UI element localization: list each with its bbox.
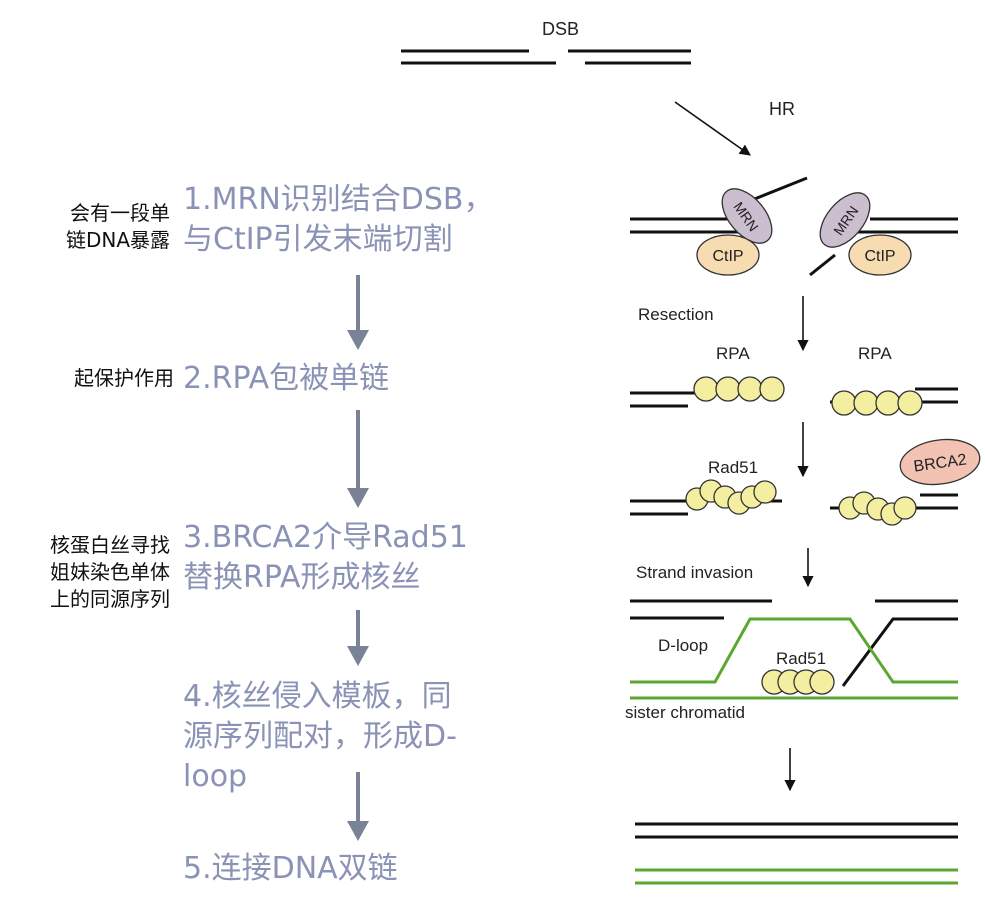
rad51-filament-left [685,479,777,515]
dsb-dna [401,49,691,65]
note-homology-search: 核蛋白丝寻找 姐妹染色单体 上的同源序列 [50,533,170,611]
mrn-complex-right: MRN [819,192,871,248]
sister-chromatid [630,617,958,700]
hr-arrow [674,101,751,156]
sister-chromatid-label: sister chromatid [625,703,745,722]
ctip-left: CtIP [696,234,760,276]
repaired-dna [635,822,958,885]
note-protection: 起保护作用 [74,366,174,390]
step-1-text: 1.MRN识别结合DSB， 与CtIP引发末端切割 [183,182,494,257]
rad51-filament-right [838,491,917,526]
ctip-right: CtIP [848,234,912,276]
hr-label: HR [769,99,795,119]
note-single-strand: 会有一段单 链DNA暴露 [65,201,170,252]
rpa-label-left: RPA [716,344,750,363]
ctip-label-left: CtIP [712,248,743,265]
mrn-stage-dna [630,176,958,277]
step-4-text: 4.核丝侵入模板，同 源序列配对，形成D- loop [183,679,457,794]
step-5-text: 5.连接DNA双链 [183,851,398,886]
dloop-dna [630,599,958,687]
brca2-protein: BRCA2 [899,438,981,486]
dloop-label: D-loop [658,636,708,655]
strand-invasion-label: Strand invasion [636,563,753,582]
rad51-invading-filament [761,669,835,695]
mrn-complex-left: MRN [721,188,773,244]
rad51-label: Rad51 [708,458,758,477]
step-3-text: 3.BRCA2介导Rad51 替换RPA形成核丝 [183,520,468,595]
rpa-coat-right [831,390,923,416]
ctip-label-right: CtIP [864,248,895,265]
step-2-text: 2.RPA包被单链 [183,361,390,396]
rpa-label-right: RPA [858,344,892,363]
rpa-coat-left [693,376,785,402]
rad51-label-dloop: Rad51 [776,649,826,668]
flow-arrow-3 [347,610,369,666]
dsb-label: DSB [542,19,579,39]
flow-arrow-2 [347,410,369,508]
flow-arrow-4 [347,772,369,841]
flow-arrow-1 [347,275,369,350]
resection-label: Resection [638,305,714,324]
